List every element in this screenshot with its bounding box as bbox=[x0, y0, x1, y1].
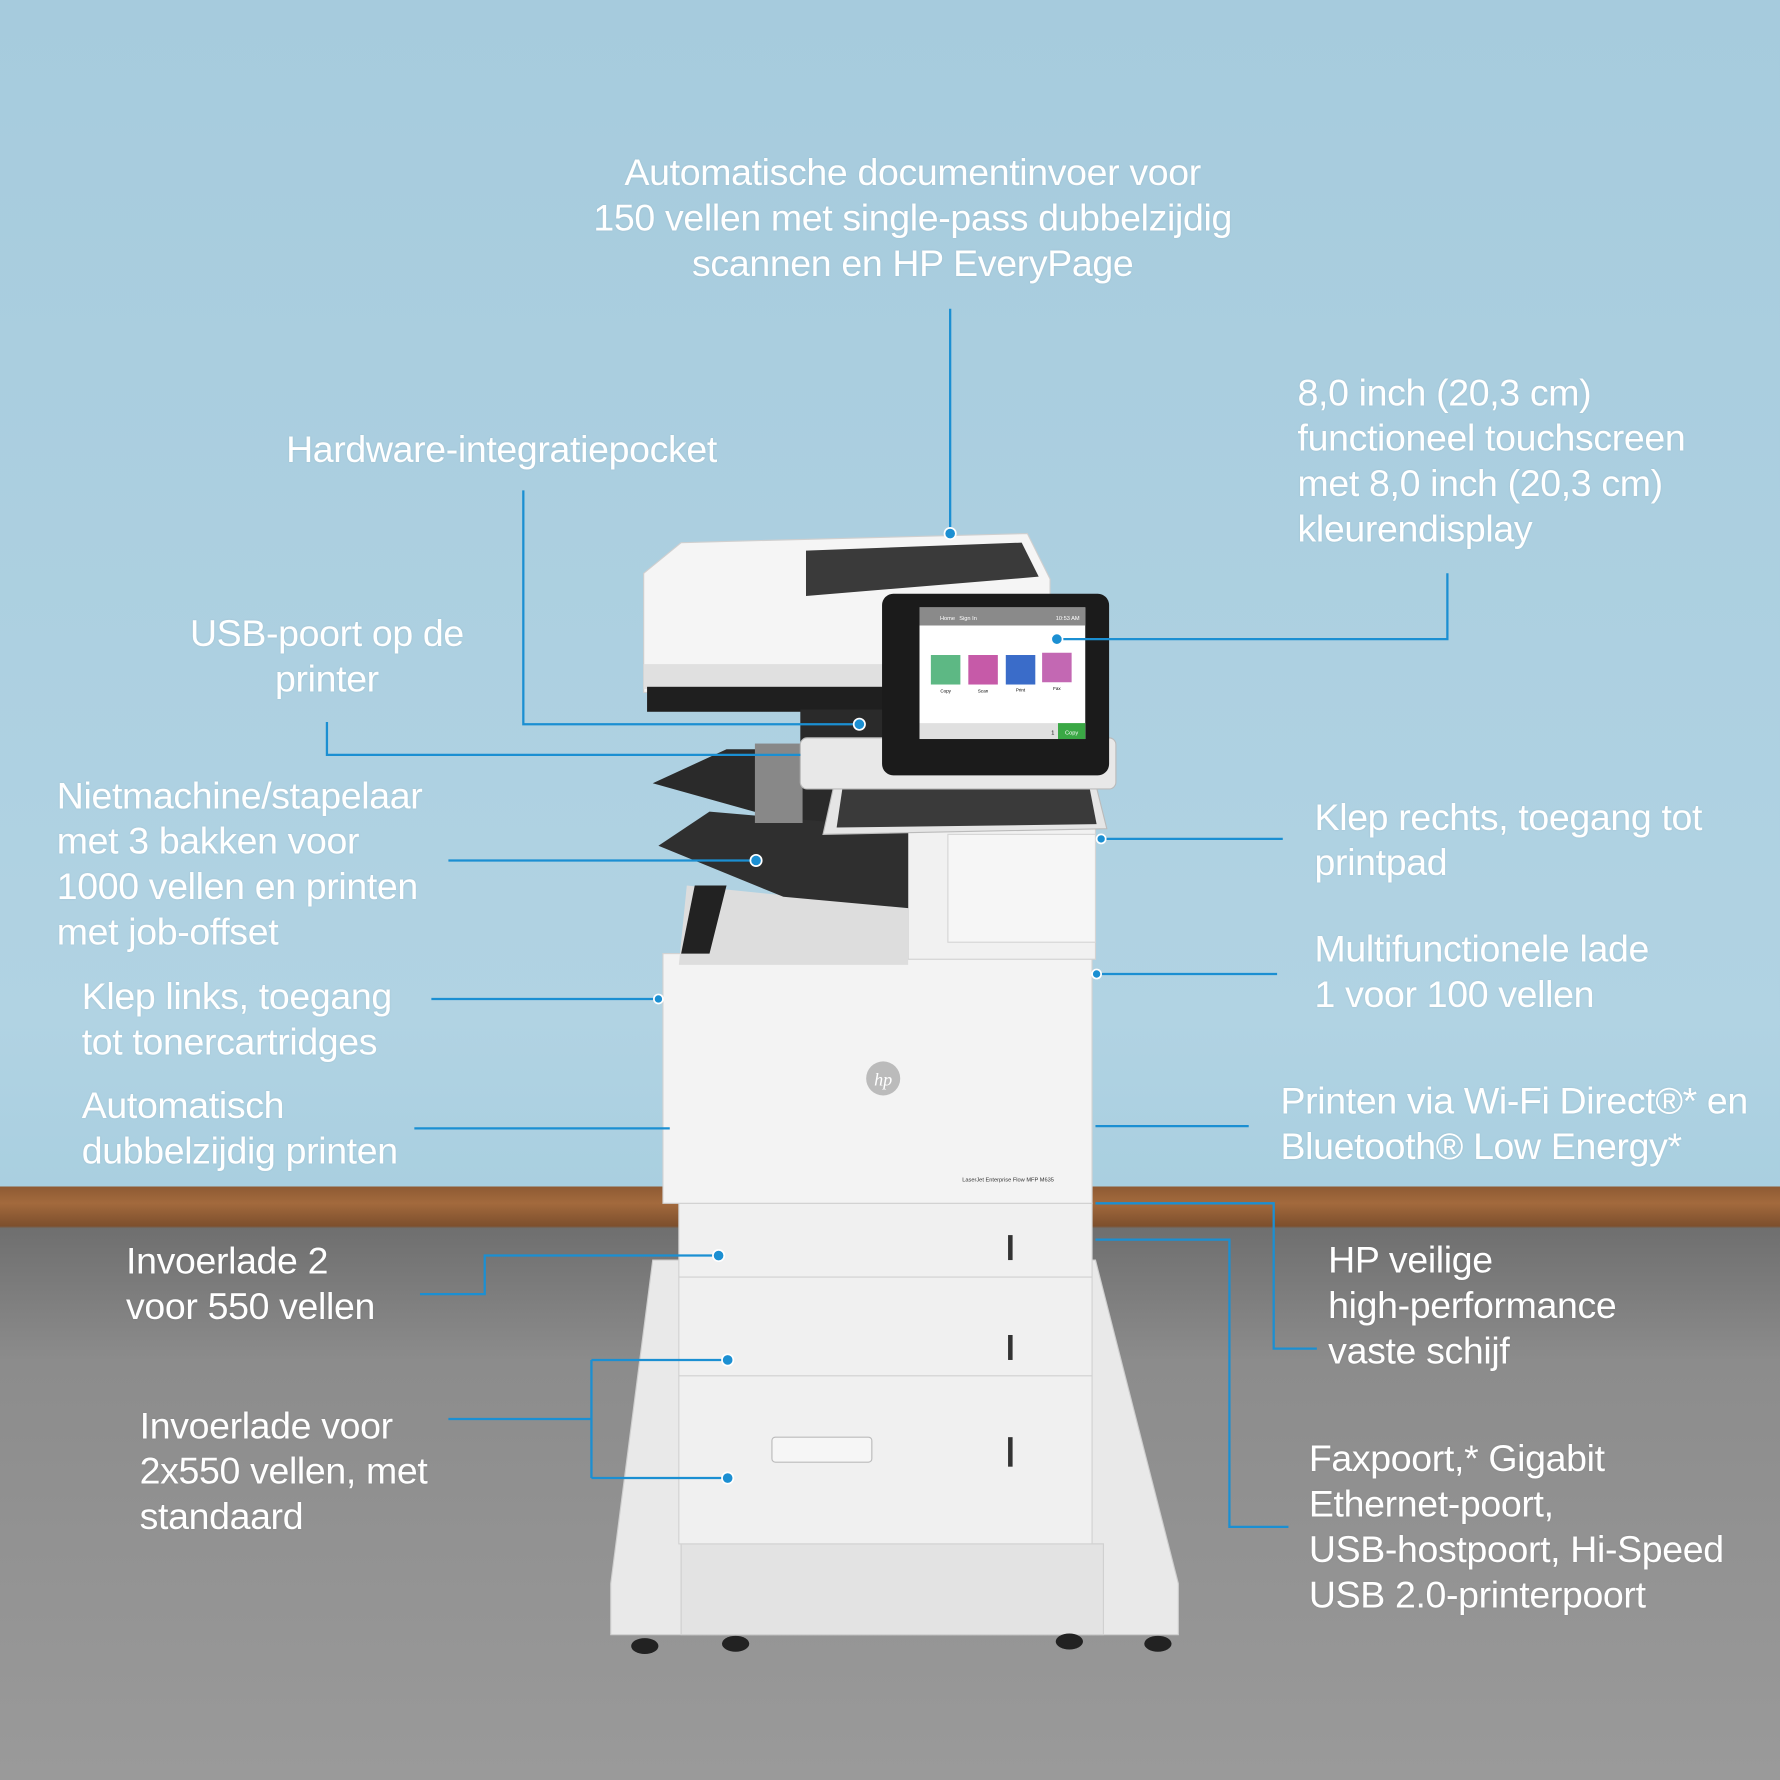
svg-text:Copy: Copy bbox=[940, 688, 951, 693]
callout-lines bbox=[325, 308, 1449, 1528]
svg-text:Scan: Scan bbox=[978, 688, 989, 693]
callout-touchscreen: 8,0 inch (20,3 cm) functioneel touchscre… bbox=[1297, 371, 1686, 550]
paper-trays bbox=[678, 1202, 1093, 1545]
svg-text:hp: hp bbox=[874, 1069, 892, 1089]
svg-text:Copy: Copy bbox=[1065, 730, 1078, 736]
svg-text:Fax: Fax bbox=[1053, 686, 1061, 691]
print-app-icon bbox=[1005, 655, 1036, 685]
callout-adf: Automatische documentinvoer voor 150 vel… bbox=[593, 150, 1232, 284]
svg-text:Sign In: Sign In bbox=[959, 616, 977, 622]
callout-left-door: Klep links, toegang tot tonercartridges bbox=[81, 975, 392, 1063]
copy-app-icon bbox=[930, 655, 961, 685]
svg-text:Home: Home bbox=[940, 616, 955, 622]
svg-text:10:53 AM: 10:53 AM bbox=[1056, 616, 1080, 622]
callout-ports: Faxpoort,* Gigabit Ethernet-poort, USB-h… bbox=[1308, 1437, 1724, 1616]
svg-text:Print: Print bbox=[1016, 687, 1026, 692]
svg-text:LaserJet Enterprise Flow MFP M: LaserJet Enterprise Flow MFP M635 bbox=[962, 1178, 1054, 1184]
callout-duplex: Automatisch dubbelzijdig printen bbox=[81, 1084, 398, 1172]
callout-usb-port: USB-poort op de printer bbox=[189, 611, 464, 700]
callout-right-door: Klep rechts, toegang tot printpad bbox=[1314, 795, 1703, 884]
callout-hdd: HP veilige high-performance vaste schijf bbox=[1328, 1238, 1617, 1372]
callout-tray-stand: Invoerlade voor 2x550 vellen, met standa… bbox=[139, 1404, 428, 1538]
fax-app-icon bbox=[1042, 652, 1072, 683]
callout-stapler: Nietmachine/stapelaar met 3 bakken voor … bbox=[56, 774, 423, 953]
scan-app-icon bbox=[968, 655, 998, 685]
callout-dots bbox=[653, 527, 1107, 1485]
callout-tray2: Invoerlade 2 voor 550 vellen bbox=[126, 1239, 375, 1328]
callout-hardware-pocket: Hardware-integratiepocket bbox=[286, 427, 717, 470]
svg-text:1: 1 bbox=[1051, 730, 1054, 736]
callout-wireless: Printen via Wi-Fi Direct®* en Bluetooth®… bbox=[1280, 1079, 1749, 1167]
hp-logo-icon bbox=[866, 1061, 901, 1096]
callout-mp-tray: Multifunctionele lade 1 voor 100 vellen bbox=[1314, 927, 1650, 1015]
